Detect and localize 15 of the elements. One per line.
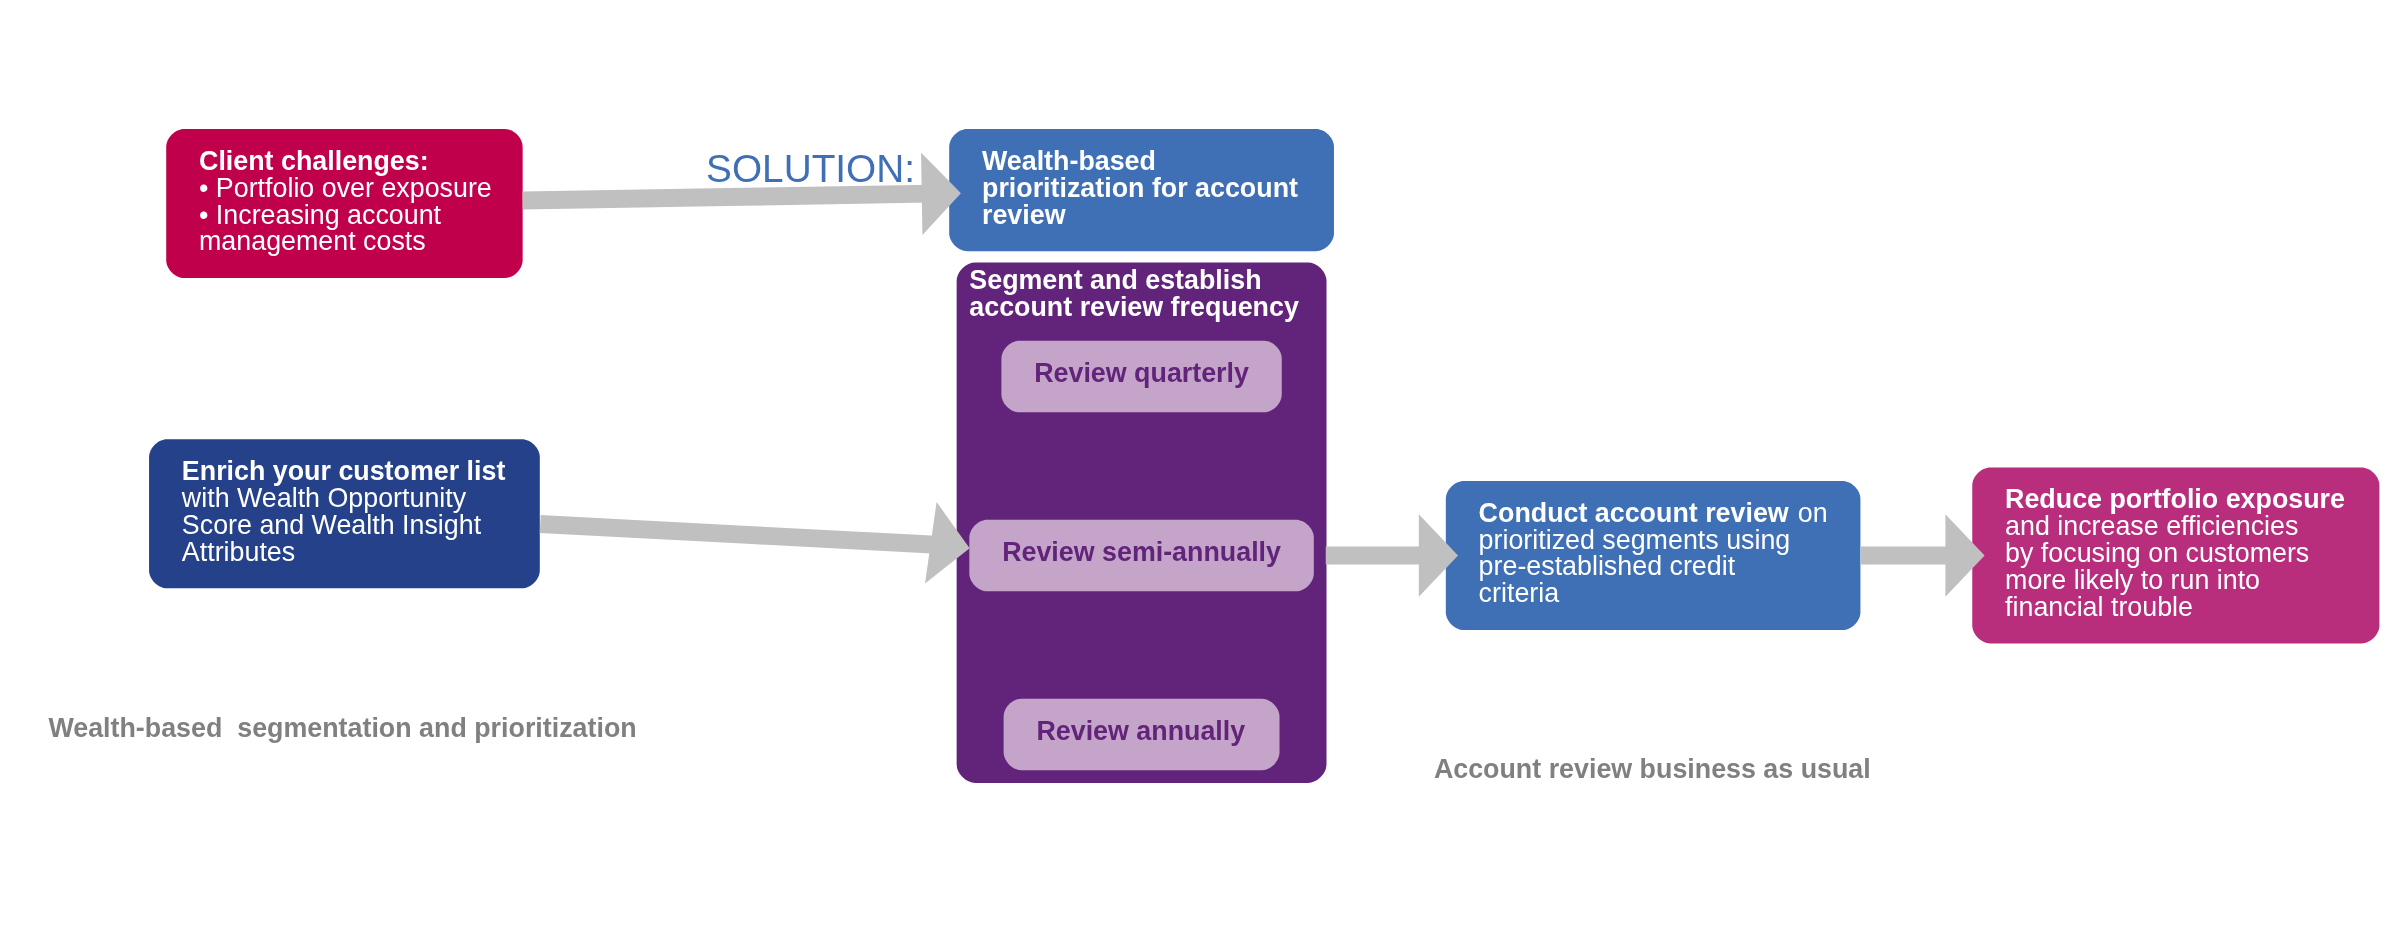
label: Account review business as usual [1433,754,1871,785]
arrow [1860,514,1985,597]
node-box: Reduce portfolio exposure and increase efficiencies by focusing on customers more likely to run into financial trouble [1972,467,2380,644]
arrow [539,501,970,584]
label: Wealth-based segmentation and prioritization [48,712,637,743]
arrow [1325,514,1459,597]
node-box: Conduct account review on prioritized segments using pre-established credit criteria [1445,480,1861,631]
node-box: Review semi-annually [969,519,1314,592]
node-box: Client challenges: • Portfolio over exposure • Increasing account management costs [166,128,523,279]
edge-label: SOLUTION: [706,147,916,191]
node-box: Review annually [1003,698,1280,771]
node-box: Wealth-based prioritization for account review [949,128,1334,252]
node-box: Enrich your customer list with Wealth Opportunity Score and Wealth Insight Attributes [149,439,540,589]
node-box: Review quarterly [1001,340,1282,413]
arrow [522,152,961,235]
